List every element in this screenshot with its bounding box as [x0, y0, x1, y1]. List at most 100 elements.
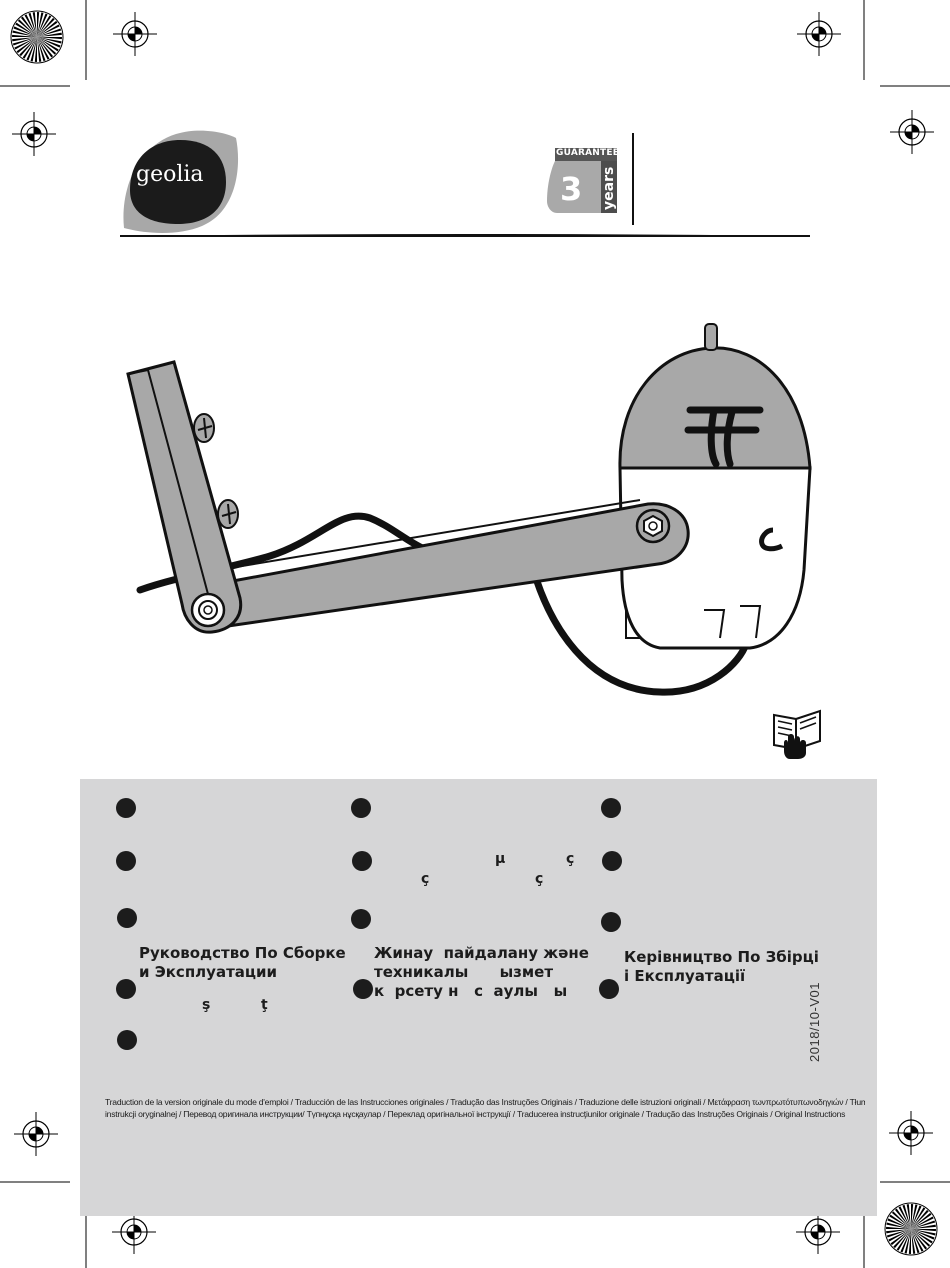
calibration-ray [911, 1229, 931, 1247]
header-rule [120, 234, 810, 237]
calibration-ray [911, 1207, 926, 1229]
text-fragment: ç [535, 871, 544, 887]
calibration-ray [911, 1209, 929, 1229]
calibration-ray [896, 1229, 911, 1251]
translation-notice: Traduction de la version originale du mo… [105, 1096, 865, 1120]
text-fragment: ç [566, 851, 575, 867]
calibration-ray [898, 1206, 911, 1229]
calibration-ray [886, 1222, 911, 1229]
language-bullet-ru [117, 908, 137, 928]
calibration-ray [37, 24, 60, 37]
calibration-ray [886, 1226, 911, 1229]
calibration-ray [911, 1229, 924, 1252]
registration-mark-icon [889, 1111, 933, 1155]
calibration-ray [37, 12, 44, 37]
language-panel [80, 779, 877, 1216]
calibration-ray [32, 12, 37, 37]
calibration-ray [911, 1229, 936, 1232]
calibration-ray [889, 1214, 911, 1229]
color-calibration-wheel-icon [884, 1202, 938, 1256]
text-fragment: μ [495, 851, 506, 867]
calibration-ray [12, 37, 37, 42]
language-bullet [117, 1030, 137, 1050]
calibration-ray [37, 37, 50, 60]
calibration-ray [37, 37, 61, 48]
language-bullet-kz [351, 909, 371, 929]
language-bullet [116, 851, 136, 871]
language-bullet [352, 851, 372, 871]
calibration-ray [28, 12, 37, 37]
registration-mark-icon [890, 110, 934, 154]
calibration-ray [22, 37, 37, 59]
registration-mark-icon [796, 1210, 840, 1254]
translation-notice-line: instrukcji oryginalnej / Перевод оригина… [105, 1109, 846, 1119]
translation-notice-line: Traduction de la version originale du mo… [105, 1097, 865, 1107]
calibration-ray [911, 1229, 928, 1250]
language-bullet [602, 851, 622, 871]
language-bullet [601, 798, 621, 818]
calibration-ray [906, 1204, 911, 1229]
calibration-ray [12, 30, 37, 37]
calibration-ray [37, 13, 48, 37]
calibration-ray [34, 37, 37, 62]
calibration-ray [890, 1229, 911, 1246]
calibration-ray [37, 32, 62, 37]
calibration-ray [886, 1229, 911, 1238]
calibration-ray [911, 1205, 922, 1229]
text-fragment: ç [421, 871, 430, 887]
calibration-ray [37, 15, 52, 37]
guarantee-unit: years [601, 166, 617, 210]
calibration-ray [37, 37, 57, 55]
calibration-ray [888, 1229, 911, 1242]
guarantee-badge [547, 148, 617, 213]
calibration-ray [37, 37, 62, 44]
calibration-ray [911, 1229, 916, 1254]
calibration-ray [911, 1216, 934, 1229]
language-bullet [353, 979, 373, 999]
brand-logo [123, 130, 239, 233]
registration-mark-icon [797, 12, 841, 56]
language-bullet [116, 979, 136, 999]
calibration-ray [911, 1229, 935, 1240]
color-calibration-wheel-icon [10, 10, 64, 64]
language-bullet [351, 798, 371, 818]
calibration-ray [37, 37, 54, 58]
calibration-ray [19, 37, 37, 57]
calibration-ray [37, 37, 62, 40]
calibration-ray [902, 1204, 911, 1229]
calibration-ray [911, 1229, 933, 1244]
calibration-ray [37, 28, 62, 37]
calibration-ray [20, 16, 37, 37]
calibration-ray [911, 1212, 932, 1229]
calibration-ray [37, 37, 59, 52]
language-bullet [116, 798, 136, 818]
calibration-ray [908, 1229, 911, 1254]
registration-mark-icon [113, 12, 157, 56]
calibration-ray [886, 1229, 911, 1234]
calibration-ray [911, 1229, 920, 1254]
calibration-ray [911, 1220, 936, 1229]
calibration-ray [904, 1229, 911, 1254]
calibration-ray [24, 14, 37, 37]
registration-mark-icon [12, 112, 56, 156]
calibration-ray [893, 1229, 911, 1249]
calibration-ray [14, 37, 37, 50]
guarantee-label: GUARANTEE [556, 148, 620, 158]
calibration-ray [911, 1224, 936, 1229]
calibration-ray [887, 1218, 911, 1229]
product-illustration [126, 323, 812, 696]
calibration-ray [891, 1211, 911, 1229]
brand-logo-text: geolia [136, 162, 204, 187]
calibration-ray [30, 37, 37, 62]
document-code: 2018/10-V01 [807, 982, 822, 1062]
language-bullet [599, 979, 619, 999]
registration-mark-icon [14, 1112, 58, 1156]
calibration-ray [26, 37, 37, 61]
calibration-ray [900, 1229, 911, 1253]
calibration-ray [17, 19, 37, 37]
guarantee-number: 3 [560, 170, 583, 208]
calibration-ray [12, 34, 37, 37]
calibration-ray [911, 1204, 914, 1229]
calibration-ray [16, 37, 37, 54]
